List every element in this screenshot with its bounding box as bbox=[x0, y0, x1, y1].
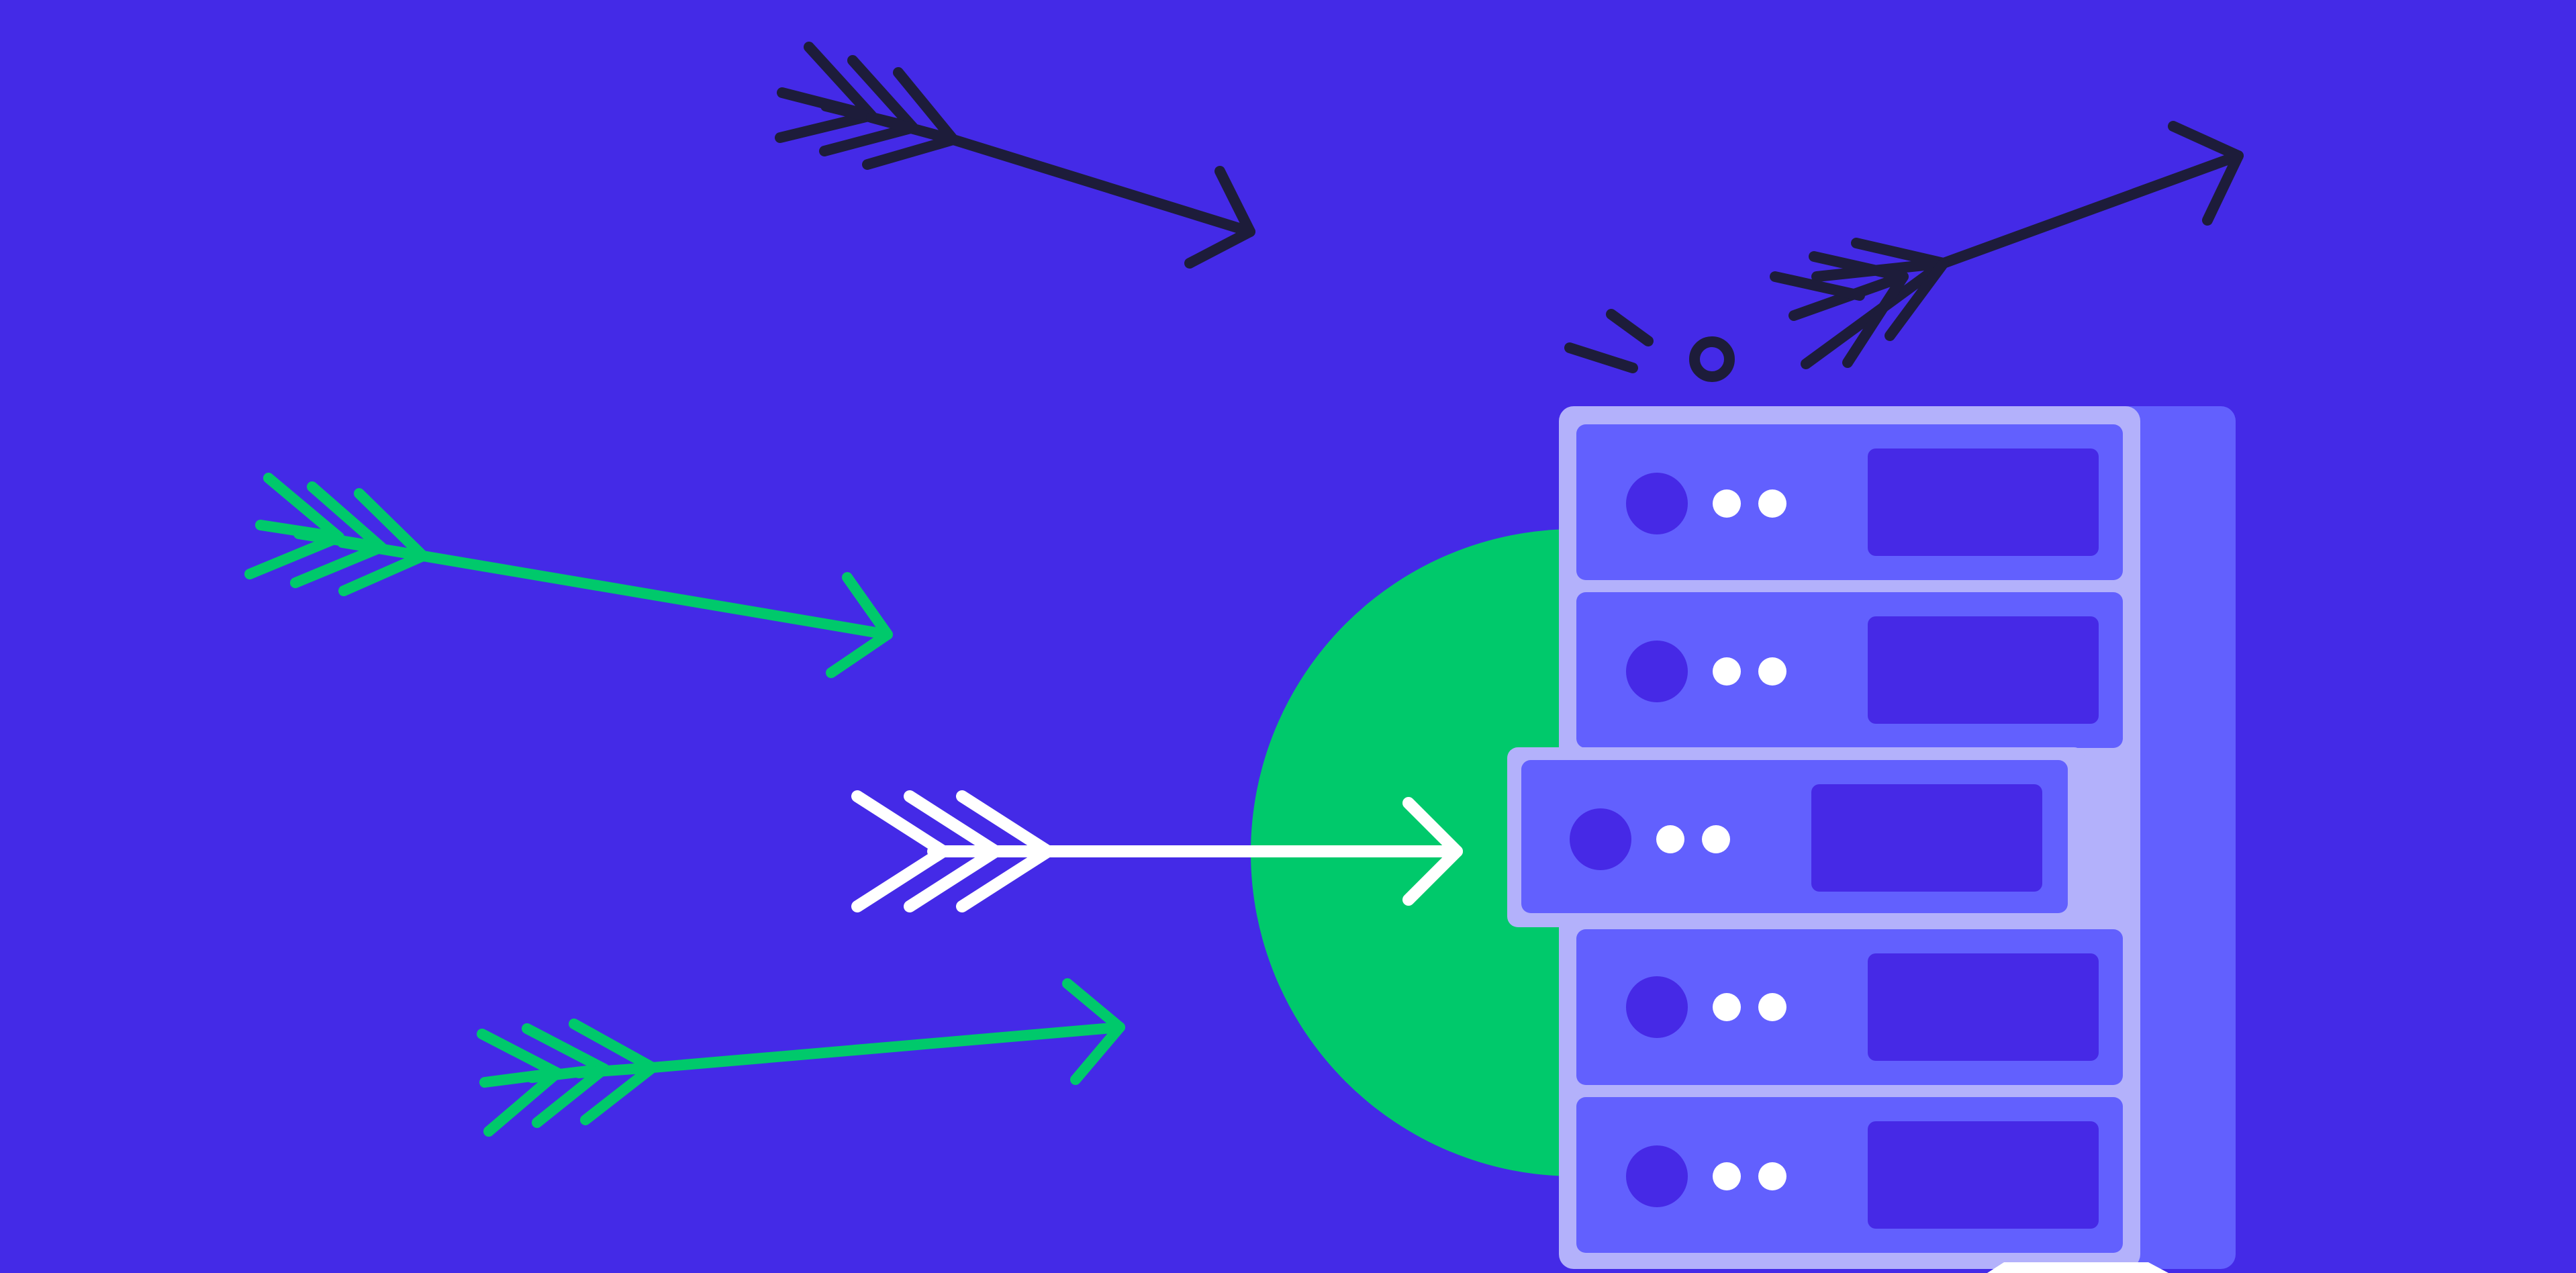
server-unit-1 bbox=[1576, 424, 2123, 580]
power-indicator-icon bbox=[1626, 976, 1688, 1038]
drive-bay-slot bbox=[1868, 953, 2099, 1061]
status-light-icon bbox=[1713, 993, 1741, 1021]
status-light-icon bbox=[1656, 825, 1684, 853]
drive-bay-slot bbox=[1811, 784, 2042, 892]
status-light-icon bbox=[1758, 657, 1786, 686]
arrow-missed-dark-icon bbox=[775, 42, 1255, 269]
power-indicator-icon bbox=[1626, 473, 1688, 534]
status-light-icon bbox=[1713, 489, 1741, 518]
server-unit-3-highlighted bbox=[1507, 747, 2085, 927]
arrow-missed-green-icon bbox=[477, 978, 1125, 1137]
status-light-icon bbox=[1713, 657, 1741, 686]
drive-bay-slot bbox=[1868, 1121, 2099, 1229]
server-unit-2 bbox=[1576, 592, 2123, 748]
arrow-missed-dark-icon bbox=[1770, 121, 2244, 369]
status-light-icon bbox=[1758, 1162, 1786, 1190]
server-rack-icon bbox=[1507, 406, 2236, 1269]
power-indicator-icon bbox=[1626, 641, 1688, 702]
drive-bay-slot bbox=[1868, 449, 2099, 556]
status-light-icon bbox=[1713, 1162, 1741, 1190]
server-base-edge bbox=[1987, 1262, 2168, 1273]
power-indicator-icon bbox=[1570, 808, 1631, 870]
arrow-missed-green-icon bbox=[244, 473, 893, 678]
status-light-icon bbox=[1758, 993, 1786, 1021]
server-unit-5 bbox=[1576, 1097, 2123, 1253]
impact-mark-icon bbox=[1564, 309, 1735, 382]
drive-bay-slot bbox=[1868, 616, 2099, 724]
status-light-icon bbox=[1702, 825, 1730, 853]
status-light-icon bbox=[1758, 489, 1786, 518]
power-indicator-icon bbox=[1626, 1145, 1688, 1207]
arrow-hit-icon bbox=[851, 790, 1463, 912]
server-unit-4 bbox=[1576, 929, 2123, 1085]
